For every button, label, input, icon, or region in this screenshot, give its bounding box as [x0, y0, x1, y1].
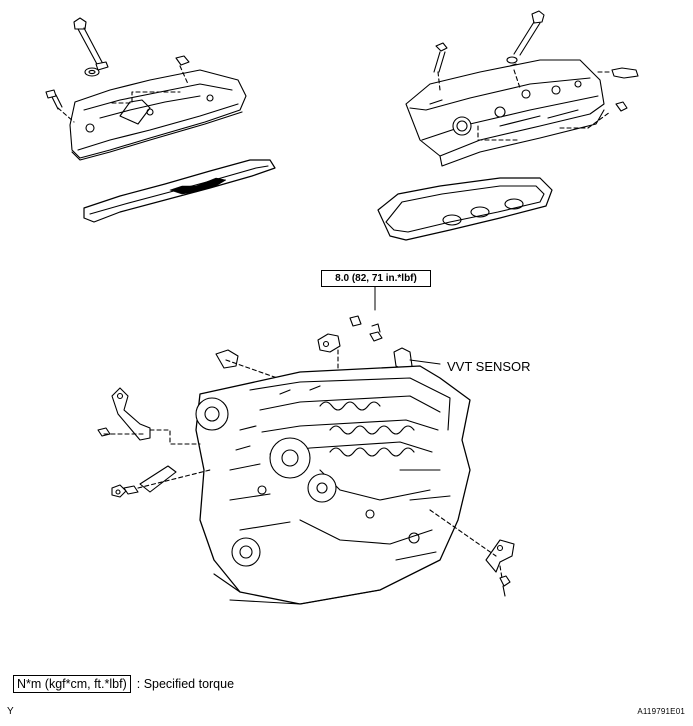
torque-legend-text: : Specified torque — [136, 677, 235, 691]
figure-id: A119791E01 — [637, 707, 685, 716]
vvt-sensor-icon — [215, 285, 441, 393]
camshaft-timing-oil-control-valve-icon — [111, 465, 211, 498]
corner-mark: Y — [7, 706, 14, 717]
engine-hanger-lh-icon — [97, 387, 201, 445]
engine-hanger-rh-icon — [429, 509, 515, 597]
cylinder-head-cover-rh-icon — [377, 10, 639, 241]
engine-block-icon — [195, 365, 471, 605]
torque-unit-box: N*m (kgf*cm, ft.*lbf) — [13, 675, 131, 693]
torque-spec-callout: 8.0 (82, 71 in.*lbf) — [321, 270, 431, 287]
vvt-sensor-label: VVT SENSOR — [447, 359, 531, 374]
torque-legend: N*m (kgf*cm, ft.*lbf) : Specified torque — [13, 675, 234, 693]
cylinder-head-cover-lh-icon — [45, 17, 276, 223]
